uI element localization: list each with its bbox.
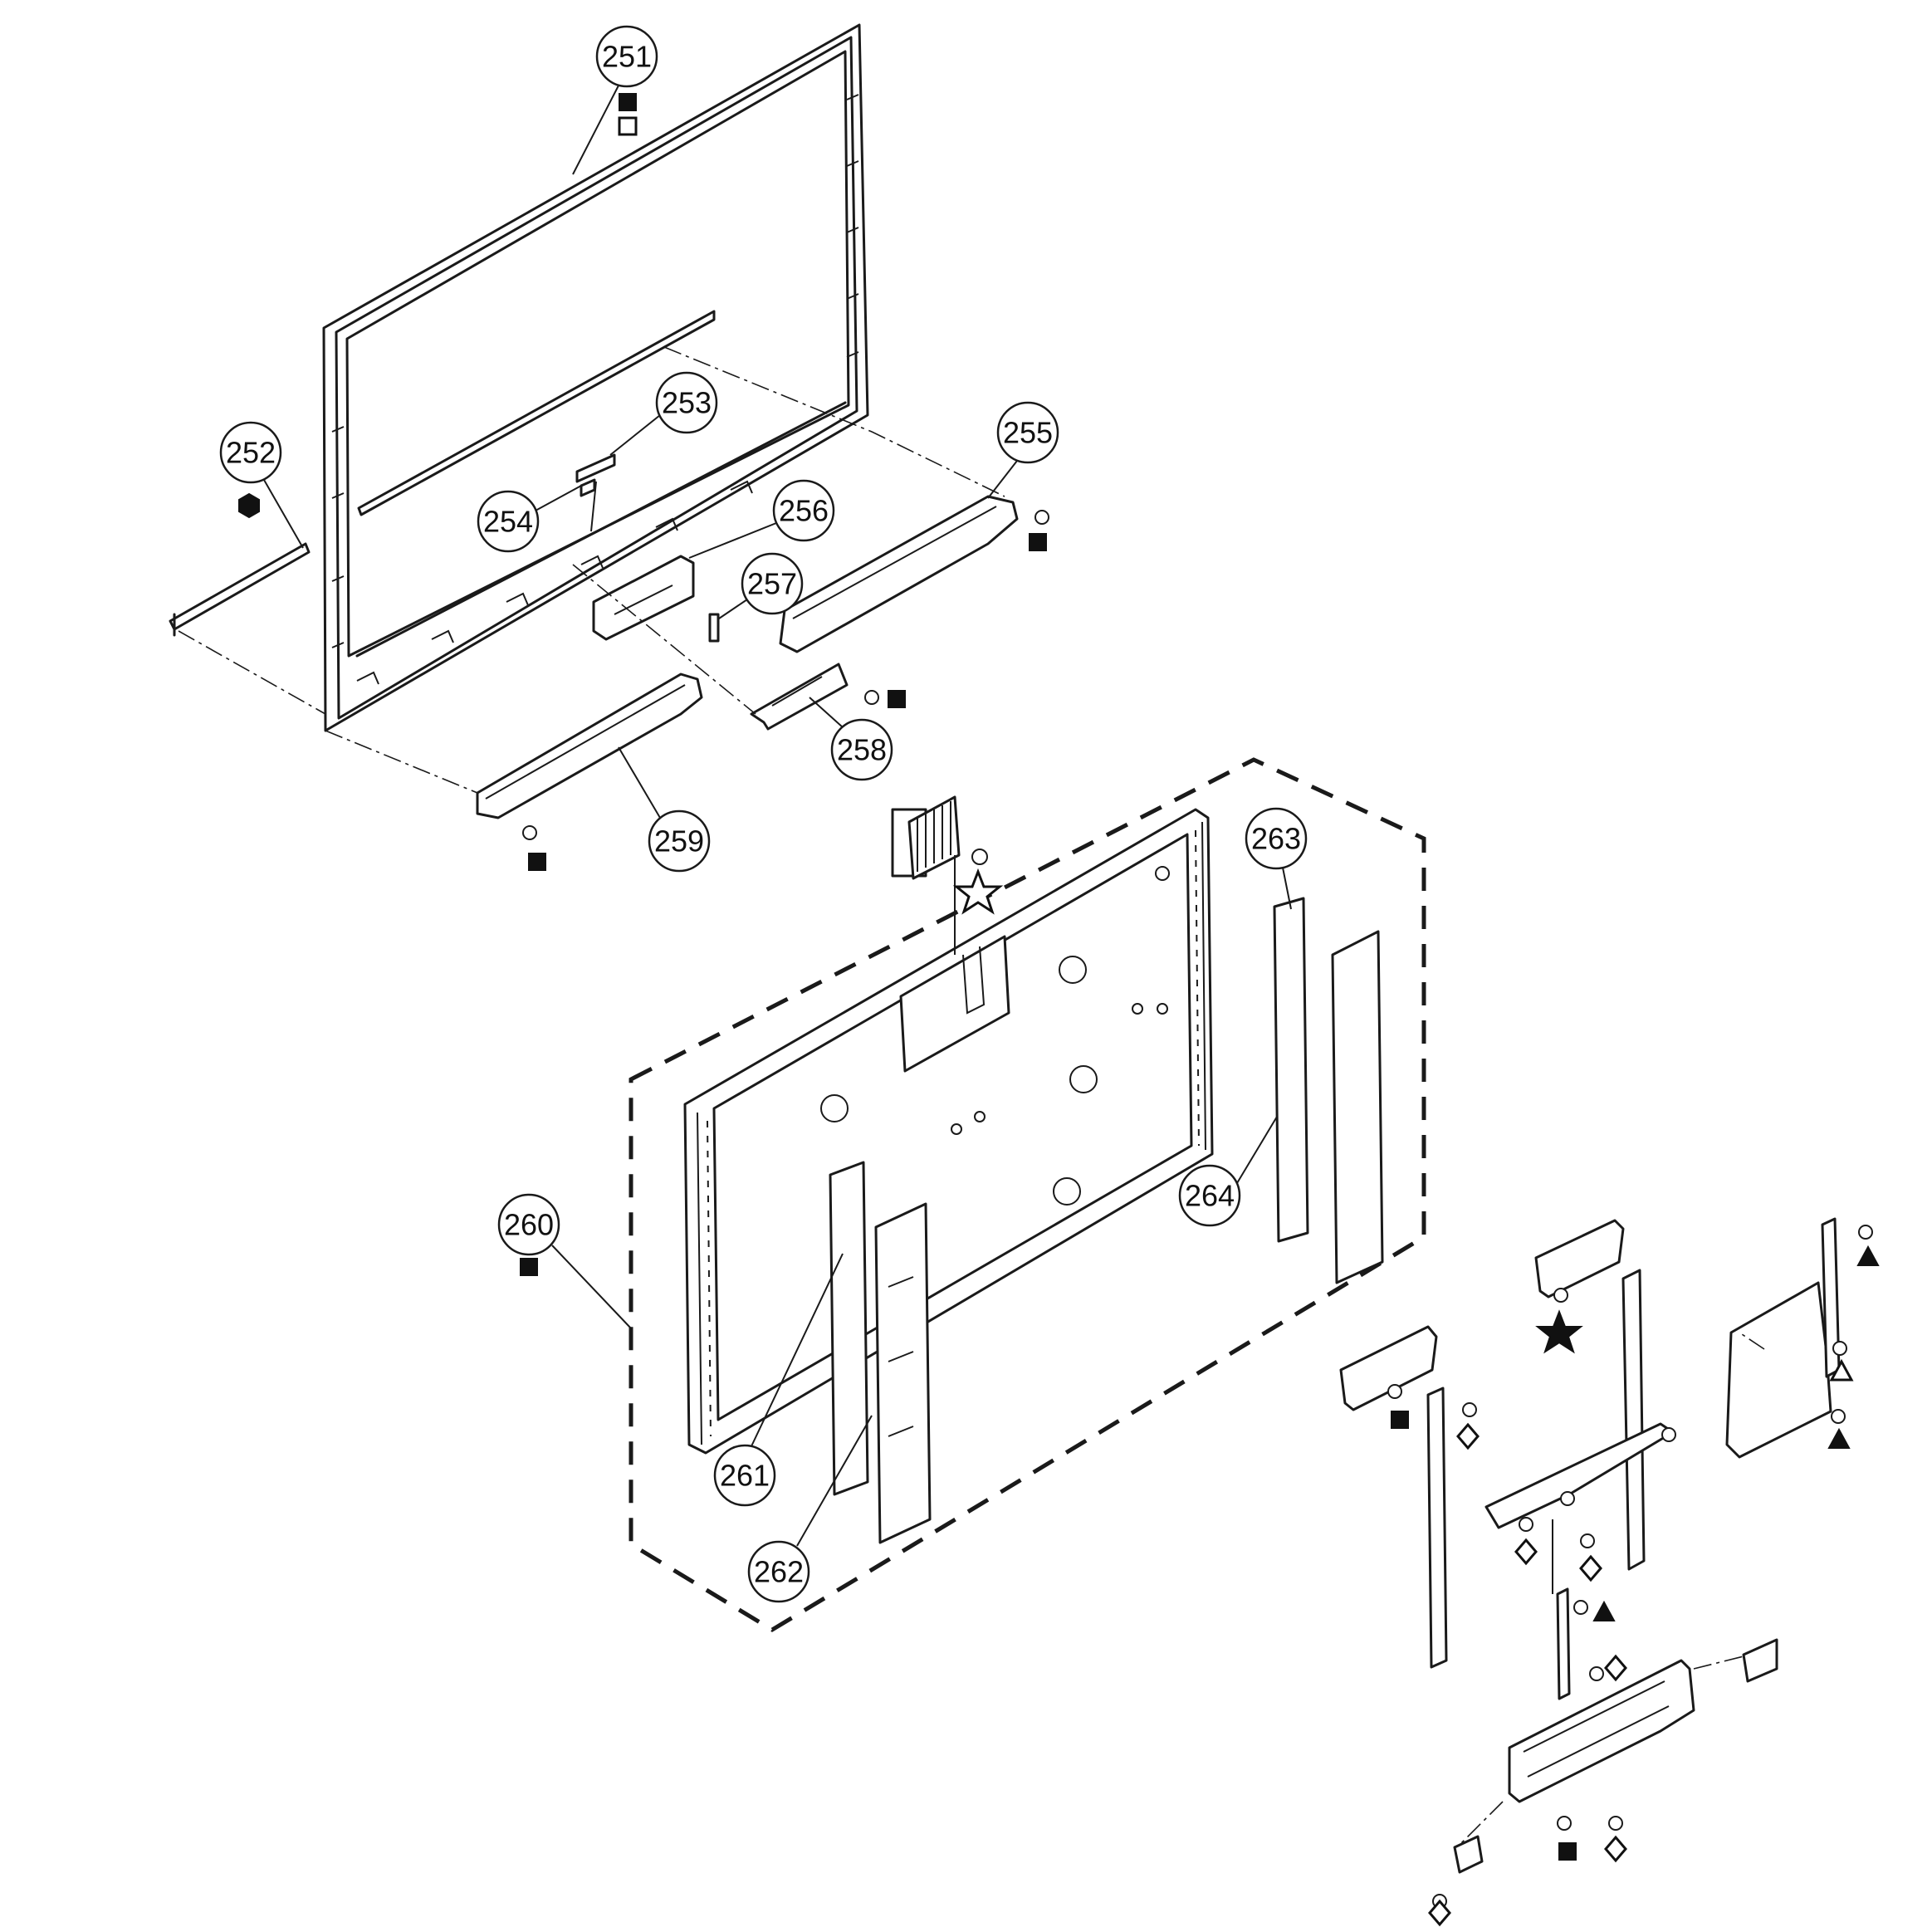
foot-part-255 xyxy=(779,495,1019,653)
open-diamond-icon xyxy=(1604,1835,1627,1863)
filled-square-icon xyxy=(1558,1842,1577,1861)
front-bezel-part-251 xyxy=(322,23,869,732)
chassis-panel xyxy=(683,808,1214,1455)
svg-text:251: 251 xyxy=(602,40,652,74)
open-triangle-icon xyxy=(1829,1358,1854,1382)
filled-star-icon xyxy=(1535,1309,1583,1354)
callout-253: 253 xyxy=(655,371,718,434)
callout-260: 260 xyxy=(497,1193,560,1256)
open-diamond-icon xyxy=(1579,1554,1602,1582)
filled-square-icon xyxy=(520,1258,538,1276)
filled-hexagon-icon xyxy=(238,492,260,519)
callout-264: 264 xyxy=(1178,1164,1241,1227)
svg-text:263: 263 xyxy=(1251,822,1301,856)
callout-263: 263 xyxy=(1245,807,1308,870)
open-diamond-icon xyxy=(1428,1899,1451,1927)
svg-text:255: 255 xyxy=(1003,416,1053,450)
svg-text:257: 257 xyxy=(747,567,797,601)
callout-259: 259 xyxy=(648,809,711,873)
svg-text:258: 258 xyxy=(837,733,887,767)
assembly-group-outline-260 xyxy=(629,757,1426,1632)
callout-252: 252 xyxy=(219,421,282,484)
filled-triangle-icon xyxy=(1592,1600,1616,1621)
callout-256: 256 xyxy=(772,479,835,542)
open-diamond-icon xyxy=(1456,1422,1480,1450)
control-board xyxy=(899,935,1010,1073)
callout-254: 254 xyxy=(477,490,540,553)
svg-text:260: 260 xyxy=(504,1208,554,1242)
bracket-part-253-254 xyxy=(575,453,616,532)
svg-text:254: 254 xyxy=(483,505,533,539)
heatsink xyxy=(891,795,961,955)
svg-text:253: 253 xyxy=(662,386,712,420)
open-star-icon xyxy=(952,868,1004,915)
callout-251: 251 xyxy=(595,25,658,88)
svg-text:256: 256 xyxy=(779,494,829,528)
svg-text:252: 252 xyxy=(226,436,276,470)
bracket-part-258 xyxy=(750,663,849,731)
wall-mount-assembly xyxy=(1339,1217,1873,1909)
strip-part-257 xyxy=(708,613,720,643)
cover-part-256 xyxy=(592,555,695,641)
screws-front-group xyxy=(522,510,1049,865)
foot-part-259 xyxy=(476,672,703,819)
open-diamond-icon xyxy=(1604,1654,1627,1682)
callout-261: 261 xyxy=(713,1444,776,1507)
shield-plate-263 xyxy=(1273,897,1309,1243)
filled-square-icon xyxy=(888,690,906,708)
callout-257: 257 xyxy=(741,552,804,615)
callout-255: 255 xyxy=(996,401,1059,464)
filled-square-icon xyxy=(619,93,637,111)
filled-square-icon xyxy=(528,853,546,871)
callout-262: 262 xyxy=(747,1540,810,1603)
shield-plate-261 xyxy=(829,1161,869,1496)
filled-square-icon xyxy=(1029,533,1047,551)
shield-plate-264 xyxy=(1331,930,1384,1284)
svg-text:259: 259 xyxy=(654,824,704,858)
svg-text:261: 261 xyxy=(720,1459,770,1493)
filled-triangle-icon xyxy=(1856,1245,1880,1266)
open-square-icon xyxy=(618,116,638,136)
rod-part-252 xyxy=(169,542,311,637)
shield-plate-262 xyxy=(874,1202,932,1544)
svg-text:264: 264 xyxy=(1185,1179,1235,1213)
callout-258: 258 xyxy=(830,718,893,781)
svg-text:262: 262 xyxy=(754,1555,804,1589)
filled-triangle-icon xyxy=(1827,1427,1851,1449)
open-diamond-icon xyxy=(1514,1538,1538,1566)
filled-square-icon xyxy=(1391,1411,1409,1429)
